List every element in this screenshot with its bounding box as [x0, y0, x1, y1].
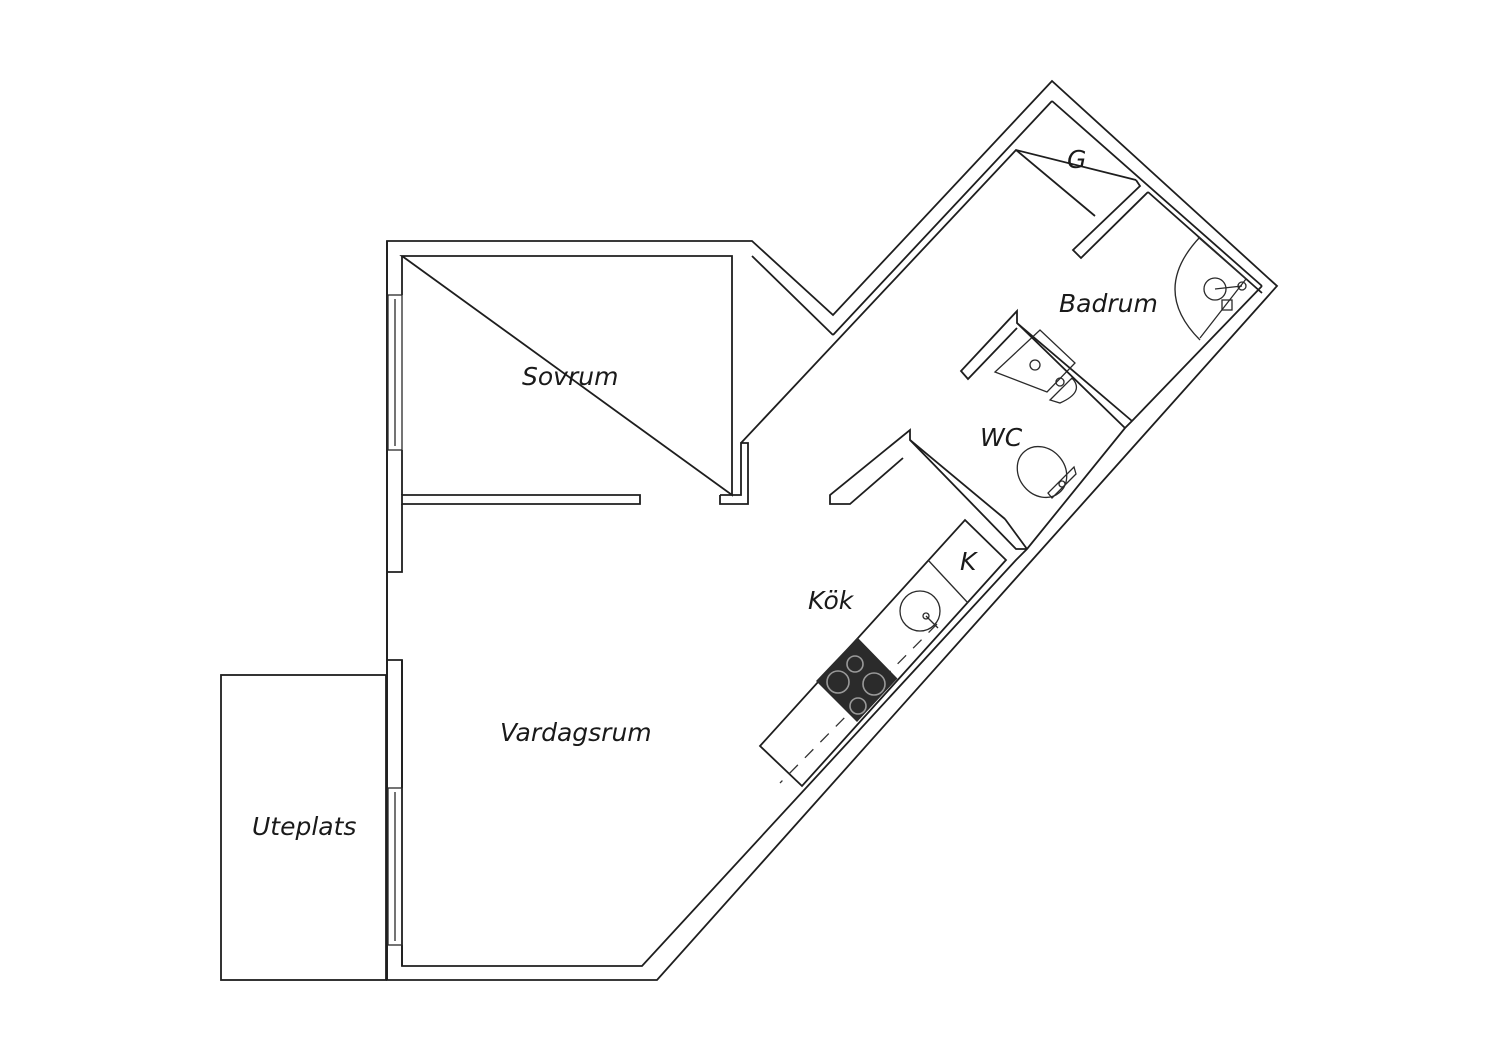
- exterior-wall-inner-diagonal: [387, 285, 1263, 967]
- bedroom-door-jamb-right: [719, 148, 1137, 505]
- toilet-label: WC: [980, 423, 1023, 452]
- wc-wall: [909, 322, 1126, 550]
- bathroom-sink: [993, 329, 1078, 404]
- living-room-label: Vardagsrum: [500, 718, 652, 747]
- toilet: [1016, 445, 1077, 499]
- bedroom-window: [387, 294, 403, 451]
- bathroom-label: Badrum: [1059, 289, 1158, 318]
- left-exterior-wall: [386, 241, 403, 980]
- shower: [1174, 236, 1247, 341]
- living-room-window: [387, 787, 403, 946]
- bedroom-label: Sovrum: [522, 362, 618, 391]
- storage-wall: [1015, 149, 1149, 260]
- exterior-wall-inner-top: [751, 100, 1263, 336]
- kitchen-label: Kök: [808, 586, 855, 615]
- exterior-wall-outer: [386, 79, 1279, 981]
- patio-label: Uteplats: [252, 812, 356, 841]
- kitchen-sink: [899, 590, 941, 632]
- stove: [816, 638, 897, 722]
- closet-label: K: [960, 547, 979, 576]
- patio-outline: [220, 674, 387, 981]
- storage-label: G: [1067, 145, 1086, 174]
- exterior-wall-inner: [399, 255, 733, 497]
- bedroom-divider-wall: [401, 494, 641, 505]
